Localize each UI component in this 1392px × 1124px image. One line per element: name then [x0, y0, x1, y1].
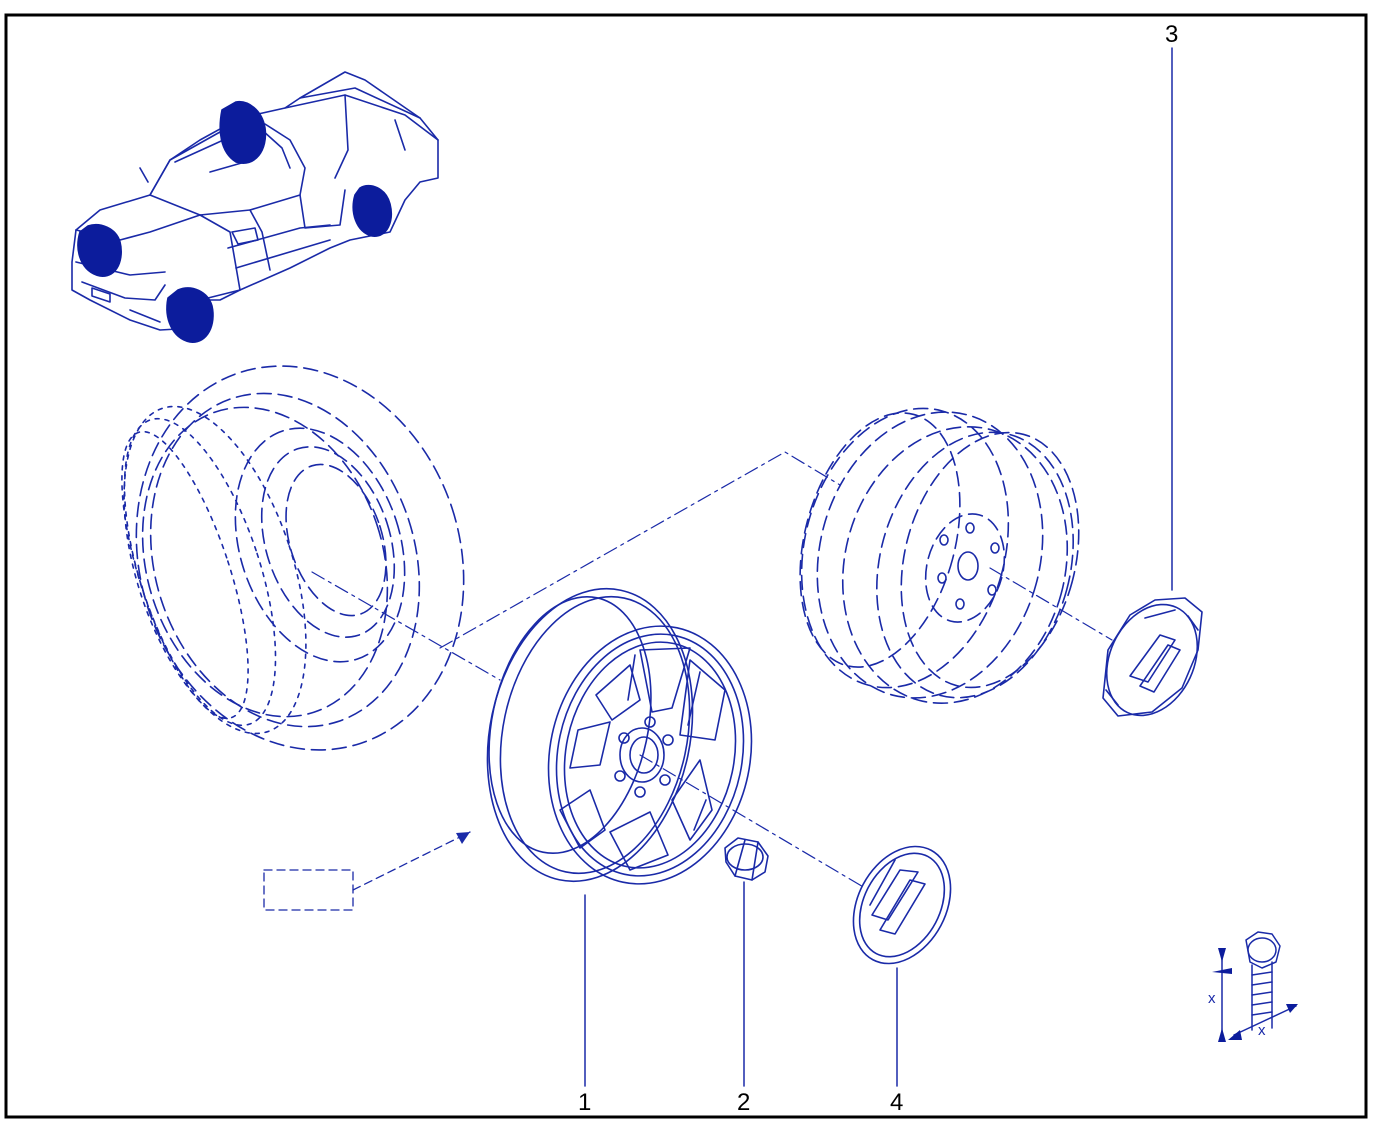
diagram-border [4, 13, 1368, 1119]
leader-lines [584, 47, 1173, 1087]
tire-illustration [121, 365, 465, 751]
alignment-lines [311, 451, 1113, 889]
reference-box [263, 831, 471, 911]
callout-4: 4 [890, 1089, 903, 1116]
torque-arrows [1212, 948, 1298, 1042]
arrow-head [456, 832, 470, 844]
callout-1: 1 [578, 1089, 591, 1116]
vehicle-locator-icon [71, 71, 439, 343]
torque-label-x-right: x [1258, 1022, 1266, 1039]
center-cap-spare [1102, 597, 1203, 717]
spare-wheel-illustration [799, 407, 1080, 704]
callout-3: 3 [1165, 21, 1178, 48]
alloy-wheel [486, 587, 753, 885]
torque-label-x-left: x [1208, 990, 1216, 1007]
callout-2: 2 [737, 1089, 750, 1116]
center-cap [852, 845, 952, 965]
torque-symbol-icon [1221, 931, 1297, 1036]
wheel-nut [724, 837, 769, 881]
